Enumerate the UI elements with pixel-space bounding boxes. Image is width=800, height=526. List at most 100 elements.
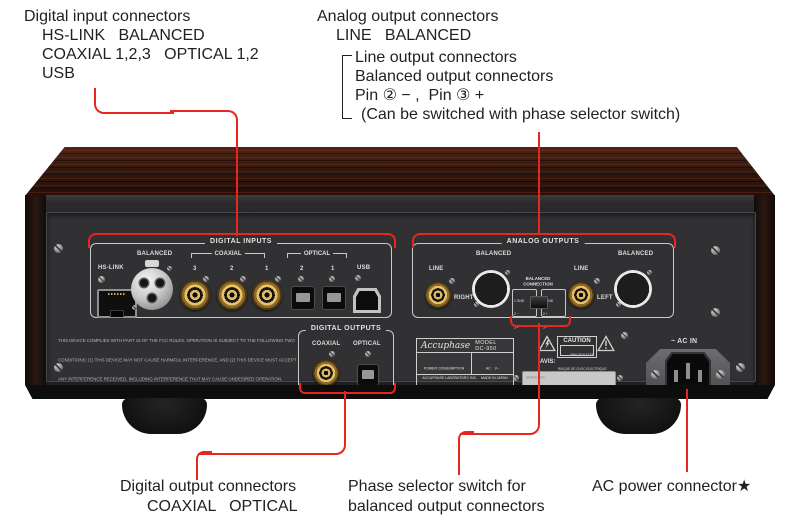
coaxial-input-2 <box>217 280 247 310</box>
panel-screw <box>54 363 63 372</box>
coax-num-1: 1 <box>265 266 269 272</box>
opt-num-1: 1 <box>331 266 335 272</box>
opt-num-2: 2 <box>300 266 304 272</box>
model-number: MODEL DC-950 <box>475 339 497 352</box>
ac-pin-earth <box>686 363 690 379</box>
ac-pin-neutral <box>674 370 678 382</box>
toslink-shutter <box>296 292 310 303</box>
rj45-latch-slot <box>110 310 124 317</box>
screw <box>616 302 621 307</box>
balanced-connection-line2: CONNECTION <box>523 281 553 287</box>
lightning-warning-icon <box>538 335 556 352</box>
screw <box>98 276 105 283</box>
analog-output-sub4: (Can be switched with phase selector swi… <box>361 106 681 123</box>
sub-list-bracket <box>342 55 352 119</box>
callout-digital-input-elbow1 <box>94 88 174 114</box>
xlr-pin <box>488 294 494 300</box>
screw <box>647 270 652 275</box>
optical-group-label: OPTICAL <box>287 251 347 258</box>
callout-ac-power-line <box>686 389 690 472</box>
foot-right <box>596 398 681 434</box>
xlr-pin <box>495 281 501 287</box>
caution-title: CAUTION <box>563 338 591 344</box>
digital-input-title: Digital input connectors <box>24 8 191 25</box>
screw <box>329 276 335 282</box>
coaxial-label: COAXIAL <box>214 251 242 257</box>
phase-selector-label-2: balanced output connectors <box>348 498 545 515</box>
base-rail <box>25 385 775 399</box>
fcc-statement: THIS DEVICE COMPLIES WITH PART 15 OF THE… <box>58 325 296 395</box>
screw <box>594 278 600 284</box>
screw <box>329 351 335 357</box>
digital-inputs-section-title: DIGITAL INPUTS <box>205 238 277 245</box>
hs-link-label: HS-LINK <box>98 265 124 271</box>
callout-phase-switch-elbow2 <box>458 430 474 475</box>
coax-num-2: 2 <box>230 266 234 272</box>
bracket-line <box>333 253 347 258</box>
callout-digital-inputs-bracket <box>88 233 396 248</box>
xlr-hole <box>140 279 148 287</box>
analog-outputs-section-title: ANALOG OUTPUTS <box>501 238 585 245</box>
power-consumption-label: POWER CONSUMPTION <box>423 367 465 371</box>
screw <box>275 276 281 282</box>
callout-analog-output-line <box>538 132 542 233</box>
coaxial-group-label: COAXIAL <box>191 251 265 258</box>
hs-link-connector <box>97 289 137 318</box>
xlr-pin <box>623 281 629 287</box>
screw <box>513 375 519 381</box>
optical-input-1 <box>322 286 346 310</box>
panel-screw <box>711 308 720 317</box>
analog-output-sub3: Pin ② − , Pin ③ + <box>355 87 485 104</box>
usb-input-connector <box>353 288 381 313</box>
ac-in-label: ~ AC IN <box>671 338 698 345</box>
line-output-right <box>425 282 451 308</box>
coax-num-3: 3 <box>193 266 197 272</box>
screw <box>355 275 361 281</box>
caution-line1: RISK OF ELECTRIC SHOCK <box>570 353 594 356</box>
balanced-left-label: BALANCED <box>618 251 654 257</box>
panel-screw <box>54 244 63 253</box>
avis-label: AVIS: <box>540 359 556 365</box>
sw-row: 3 − <box>542 325 548 330</box>
toslink-shutter <box>327 292 341 303</box>
balanced-input-label: BALANCED <box>137 251 173 257</box>
digital-input-line4: USB <box>42 65 75 82</box>
coaxial-out-label: COAXIAL <box>312 341 341 347</box>
xlr-pin <box>630 294 636 300</box>
exclamation-warning-icon <box>597 335 615 352</box>
xlr-latch-tab <box>145 260 159 267</box>
digital-inputs-section: DIGITAL INPUTS HS-LINK BALANCED COAXIAL … <box>90 238 392 318</box>
serial-number-plate: SERIAL NO. <box>522 371 616 389</box>
ac-power-label: AC power connector★ <box>592 478 752 495</box>
panel-screw <box>736 363 745 372</box>
callout-digital-outputs-elbow1 <box>198 391 346 455</box>
toslink-shutter <box>362 370 374 379</box>
analog-output-sub1: Line output connectors <box>355 49 517 66</box>
balanced-right-label: BALANCED <box>476 251 512 257</box>
xlr-pin <box>481 281 487 287</box>
rj45-contacts <box>108 293 126 295</box>
line-output-left <box>568 282 594 308</box>
digital-outputs-section: DIGITAL OUTPUTS COAXIAL OPTICAL <box>298 325 394 393</box>
coaxial-output <box>313 360 339 386</box>
xlr-balanced-output-right <box>472 270 510 308</box>
digital-output-label-1: Digital output connectors <box>120 478 297 495</box>
optical-out-label: OPTICAL <box>353 341 381 347</box>
phase-selector-label-1: Phase selector switch for <box>348 478 526 495</box>
screw <box>505 270 510 275</box>
usb-label: USB <box>357 265 371 271</box>
usb-cavity <box>356 291 378 310</box>
phase-selector-switch[interactable] <box>530 296 548 309</box>
bracket-line <box>244 253 265 258</box>
callout-analog-outputs-bracket <box>412 233 676 248</box>
sw-row: 3 + <box>513 325 519 330</box>
sw-row: 1 GND <box>513 299 525 304</box>
screw <box>449 278 455 284</box>
callout-digital-outputs-elbow2 <box>196 450 212 480</box>
optical-label: OPTICAL <box>303 251 331 257</box>
callout-phase-switch-bracket <box>510 316 571 327</box>
panel-screw <box>711 246 720 255</box>
screw <box>617 375 623 381</box>
analog-output-sub2: Balanced output connectors <box>355 68 554 85</box>
optical-input-2 <box>291 286 315 310</box>
